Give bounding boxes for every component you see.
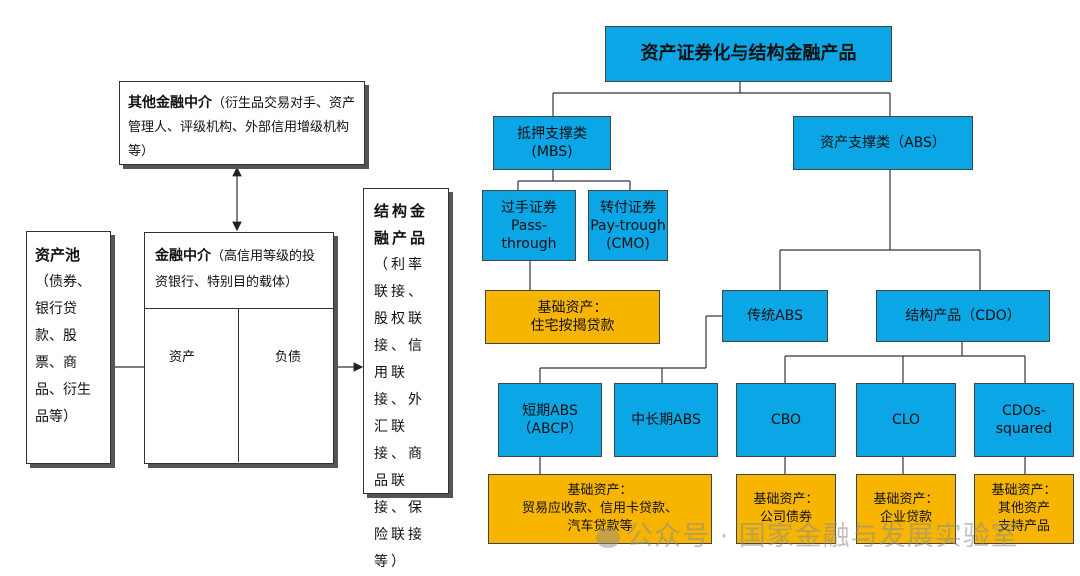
traditional-abs-label: 传统ABS xyxy=(747,308,803,324)
mbs-label-1: 抵押支撑类 xyxy=(517,126,587,142)
intermediary-desc: （高信用等级的投资银行、特别目的载体） xyxy=(155,249,316,290)
mbs-base-label-2: 住宅按揭贷款 xyxy=(530,318,615,334)
asset-pool-box: 资产池 （债券、银行贷款、股票、商品、衍生品等） xyxy=(26,231,111,464)
pass-through-box: 过手证券 Pass- through xyxy=(482,190,576,261)
structured-title: 结构金融产品 xyxy=(374,202,429,247)
liabilities-label: 负债 xyxy=(275,350,302,365)
cbo-base-label-2: 公司债券 xyxy=(759,510,812,525)
cdos-squared-box: CDOs- squared xyxy=(974,383,1074,457)
short-abs-label-2: （ABCP） xyxy=(517,421,583,437)
pay-through-box: 转付证券 Pay-trough (CMO) xyxy=(588,190,668,261)
abs-base-label-2: 贸易应收款、信用卡贷款、 xyxy=(521,501,678,516)
cbo-base-label-1: 基础资产： xyxy=(753,492,819,507)
cdo-label: 结构产品（CDO） xyxy=(905,308,1021,324)
clo-base-asset-box: 基础资产： 企业贷款 xyxy=(856,474,956,544)
intermediary-box: 金融中介（高信用等级的投资银行、特别目的载体） 资产 负债 xyxy=(144,232,334,464)
intermediary-title: 金融中介 xyxy=(155,248,211,264)
watermark: 公众号 · 国家金融与发展实验室 xyxy=(596,514,1019,553)
clo-base-label-2: 企业贷款 xyxy=(879,510,932,525)
cbo-box: CBO xyxy=(736,383,836,457)
intermediary-divider xyxy=(238,309,239,462)
traditional-abs-box: 传统ABS xyxy=(722,290,828,342)
clo-label: CLO xyxy=(891,412,921,428)
mid-long-abs-box: 中长期ABS xyxy=(614,383,718,457)
cbo-base-asset-box: 基础资产： 公司债券 xyxy=(736,474,836,544)
cdo-box: 结构产品（CDO） xyxy=(876,290,1050,342)
clo-box: CLO xyxy=(856,383,956,457)
clo-base-label-1: 基础资产： xyxy=(873,492,939,507)
mid-abs-label: 中长期ABS xyxy=(631,412,701,428)
pass-through-label-1: 过手证券 xyxy=(501,199,557,216)
structured-desc: （利率联接、股权联接、信用联接、外汇联接、商品联接、保险联接等） xyxy=(374,257,425,570)
assets-label: 资产 xyxy=(169,350,196,365)
asset-pool-title: 资产池 xyxy=(35,246,81,264)
other-intermediary-title: 其他金融中介 xyxy=(128,95,212,111)
short-term-abs-box: 短期ABS （ABCP） xyxy=(498,383,602,457)
pay-through-label-1: 转付证券 xyxy=(600,199,656,216)
mbs-base-asset-box: 基础资产： 住宅按揭贷款 xyxy=(485,290,660,344)
intermediary-header: 金融中介（高信用等级的投资银行、特别目的载体） xyxy=(145,233,333,309)
other-intermediary-box: 其他金融中介（衍生品交易对手、资产管理人、评级机构、外部信用增级机构等） xyxy=(119,81,365,165)
root-label: 资产证券化与结构金融产品 xyxy=(640,43,857,64)
other-intermediary-desc: （衍生品交易对手、资产管理人、评级机构、外部信用增级机构等） xyxy=(128,96,356,159)
asset-pool-desc: （债券、银行贷款、股票、商品、衍生品等） xyxy=(35,274,91,425)
cdos-base-label-3: 支持产品 xyxy=(997,519,1050,534)
short-abs-label-1: 短期ABS xyxy=(522,403,578,419)
cdos-label-2: squared xyxy=(995,421,1053,437)
abs-box: 资产支撑类（ABS） xyxy=(793,116,973,170)
cbo-label: CBO xyxy=(770,412,802,428)
cdos-base-label-2: 其他资产 xyxy=(997,501,1050,516)
wechat-icon xyxy=(596,527,620,548)
mbs-base-label-1: 基础资产： xyxy=(537,300,608,316)
structured-product-box: 结构金融产品 （利率联接、股权联接、信用联接、外汇联接、商品联接、保险联接等） xyxy=(363,188,449,570)
root-box: 资产证券化与结构金融产品 xyxy=(605,26,892,82)
cdos-base-asset-box: 基础资产： 其他资产 支持产品 xyxy=(974,474,1074,544)
watermark-text: 公众号 · 国家金融与发展实验室 xyxy=(626,521,1019,552)
pay-through-label-3: (CMO) xyxy=(606,235,650,252)
abs-label: 资产支撑类（ABS） xyxy=(820,135,946,151)
abs-base-label-1: 基础资产： xyxy=(567,483,633,498)
pay-through-label-2: Pay-trough xyxy=(590,217,666,234)
mbs-box: 抵押支撑类 (MBS) xyxy=(493,116,611,170)
cdos-base-label-1: 基础资产： xyxy=(991,483,1057,498)
mbs-label-2: (MBS) xyxy=(531,144,573,160)
pass-through-label-3: through xyxy=(501,235,557,252)
cdos-label-1: CDOs- xyxy=(1002,403,1046,419)
pass-through-label-2: Pass- xyxy=(510,217,548,234)
